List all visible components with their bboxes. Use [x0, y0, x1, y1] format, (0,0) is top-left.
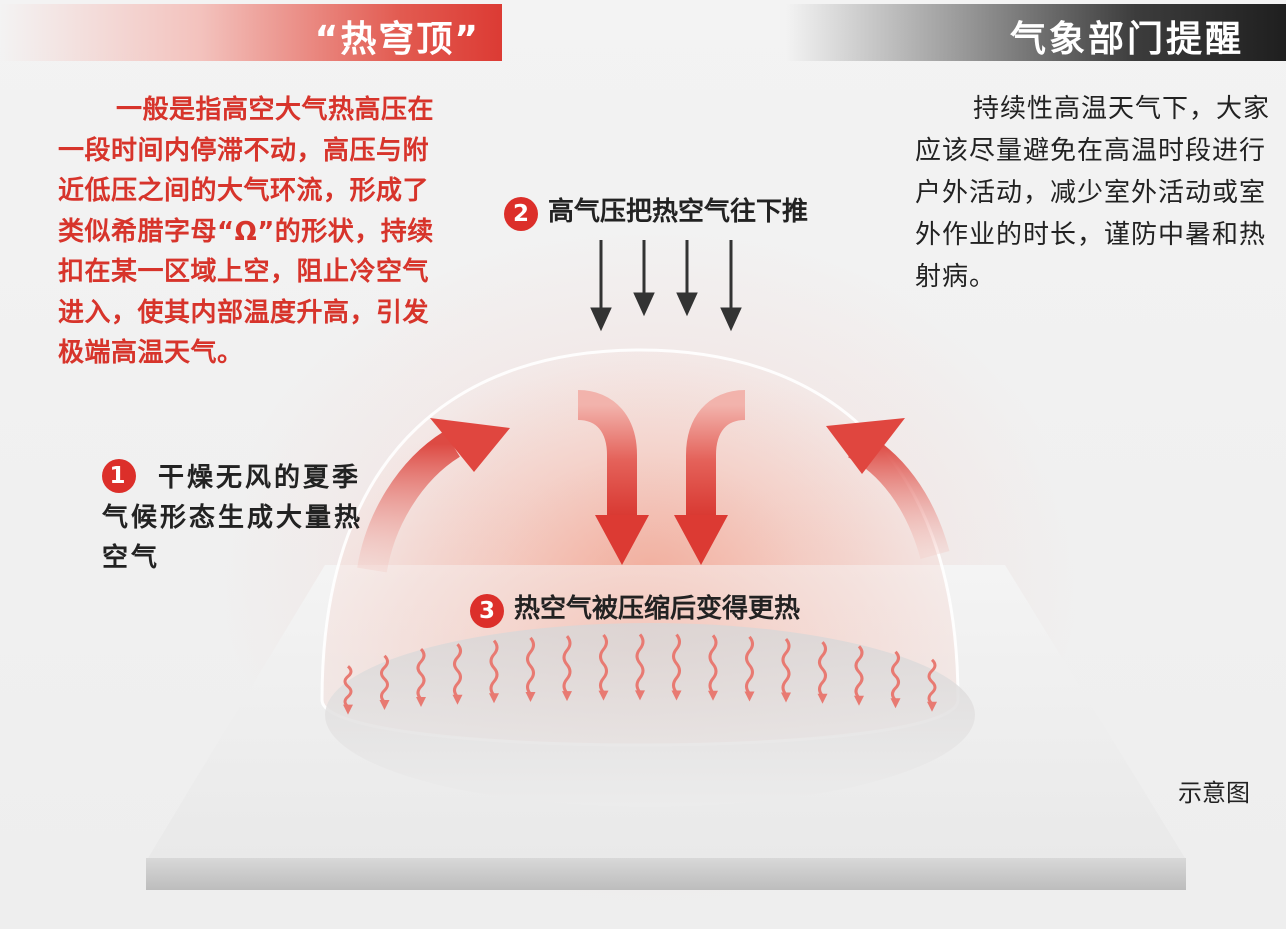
heat-wave-arrow — [854, 645, 864, 699]
heat-wave-arrow — [708, 634, 718, 694]
step-1-text: 干燥无风的夏季气候形态生成大量热空气 — [102, 463, 364, 573]
heat-wave-arrow — [599, 633, 608, 694]
heat-wave-arrowhead — [416, 697, 426, 707]
heat-wave-arrowhead — [708, 690, 718, 701]
step-2: 2 高气压把热空气往下推 — [504, 195, 808, 231]
heat-wave-arrow — [416, 648, 426, 701]
heat-wave-arrow — [635, 633, 645, 694]
step-3-badge: 3 — [470, 594, 504, 628]
header-banner-left: “热穹顶” — [0, 4, 502, 61]
heat-wave-arrow — [489, 639, 499, 697]
heat-wave-arrowhead — [452, 694, 463, 705]
rising-arrow-right — [826, 418, 950, 560]
step-3: 3 热空气被压缩后变得更热 — [470, 592, 800, 628]
heat-wave-arrow — [891, 650, 900, 702]
ground-slab — [146, 858, 1186, 890]
heat-wave-arrow — [781, 638, 791, 696]
heat-wave-arrow — [672, 633, 681, 694]
heat-wave-arrow — [745, 635, 754, 695]
heat-wave-arrowhead — [525, 692, 536, 702]
heat-wave-arrow — [562, 635, 572, 695]
dome-base — [325, 623, 975, 807]
step-2-text: 高气压把热空气往下推 — [548, 197, 809, 227]
heat-wave-arrowhead — [343, 704, 353, 715]
heat-wave-arrowhead — [671, 690, 682, 701]
heat-wave-arrowhead — [598, 690, 609, 701]
step-1-badge: 1 — [102, 459, 136, 493]
heat-wave-arrow — [927, 658, 937, 705]
header-banner-right: 气象部门提醒 — [786, 4, 1286, 61]
heat-wave-arrow — [380, 654, 389, 704]
definition-text: 一般是指高空大气热高压在一段时间内停滞不动，高压与附近低压之间的大气环流，形成了… — [58, 95, 435, 368]
heat-wave-arrowhead — [927, 701, 937, 712]
heat-wave-arrowhead — [854, 695, 864, 706]
advice-text: 持续性高温天气下，大家应该尽量避免在高温时段进行户外活动，减少室外活动或室外作业… — [915, 94, 1271, 292]
heat-wave-arrowhead — [817, 693, 828, 704]
heat-wave-arrowhead — [379, 700, 390, 710]
figure-caption: 示意图 — [1178, 779, 1250, 807]
heat-wave-arrowhead — [744, 691, 755, 702]
heat-wave-arrow — [453, 643, 462, 698]
step-1: 1 干燥无风的夏季气候形态生成大量热空气 — [102, 458, 364, 578]
heat-wave-arrows — [343, 633, 937, 715]
step-3-text: 热空气被压缩后变得更热 — [514, 594, 801, 624]
heat-wave-arrowhead — [562, 691, 572, 702]
header-title-right: 气象部门提醒 — [1009, 19, 1244, 60]
heat-wave-arrow — [526, 636, 535, 695]
heat-wave-arrowhead — [781, 692, 791, 703]
descending-arrow-left — [576, 390, 649, 565]
heat-wave-arrow — [343, 665, 353, 708]
pressure-arrows — [590, 240, 742, 332]
heat-wave-arrowhead — [890, 698, 901, 709]
heat-wave-arrowhead — [489, 693, 499, 704]
step-2-badge: 2 — [504, 197, 538, 231]
heat-wave-arrowhead — [635, 690, 645, 701]
heat-wave-arrow — [818, 641, 827, 697]
header-title-left: “热穹顶” — [314, 19, 480, 60]
descending-arrow-right — [674, 390, 747, 565]
rising-arrow-left — [357, 418, 510, 573]
